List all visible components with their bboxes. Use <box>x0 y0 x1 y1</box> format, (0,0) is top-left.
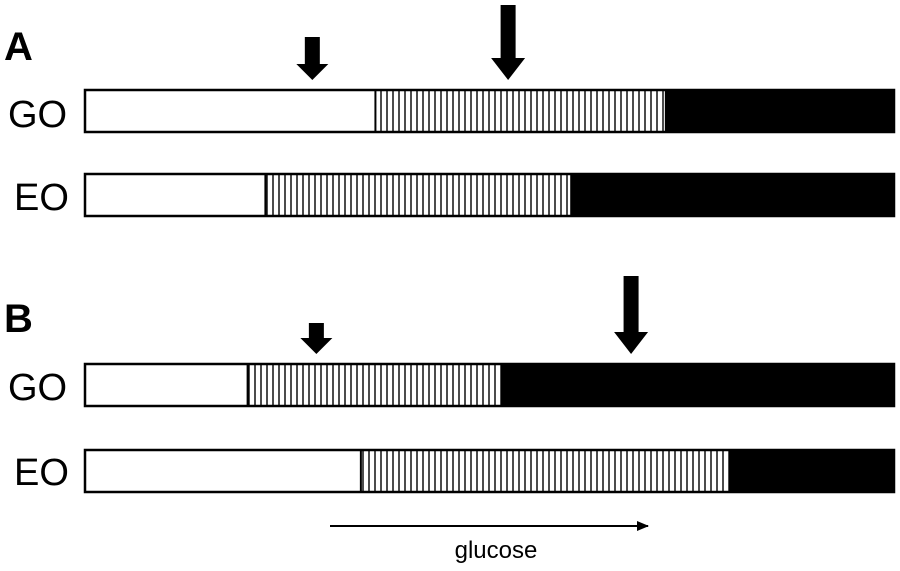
panel-letter-a: A <box>4 25 33 69</box>
bar-segment-striped <box>360 450 730 492</box>
bar-segment-black <box>729 450 894 492</box>
bar-go <box>83 362 896 408</box>
bar-segment-black <box>665 90 894 132</box>
bar-segment-striped <box>247 364 503 406</box>
bar-segment-white <box>85 364 248 406</box>
glucose-axis-label: glucose <box>455 537 538 564</box>
bar-label-go: GO <box>8 94 67 136</box>
down-arrow-large <box>491 5 526 80</box>
bar-eo <box>83 448 896 494</box>
panel-b-arrows <box>300 276 649 354</box>
glucose-axis: glucose <box>330 521 649 564</box>
bar-outline <box>83 88 896 134</box>
bar-segment-striped <box>375 90 666 132</box>
panel-a-arrows <box>296 5 526 80</box>
bar-segment-black <box>502 364 894 406</box>
bar-go <box>83 88 896 134</box>
bar-segment-white <box>85 450 361 492</box>
down-arrow-small <box>300 323 333 354</box>
bar-row-go: GO <box>8 88 896 136</box>
bar-label-eo: EO <box>14 452 69 494</box>
bar-label-eo: EO <box>14 177 69 219</box>
bar-outline <box>83 362 896 408</box>
panel-letter-b: B <box>4 297 33 341</box>
bar-outline <box>83 448 896 494</box>
bar-segment-white <box>85 174 266 216</box>
down-arrow-large <box>614 276 649 354</box>
bar-segment-white <box>85 90 376 132</box>
bar-label-go: GO <box>8 367 67 409</box>
bar-eo <box>83 172 896 218</box>
bar-outline <box>83 172 896 218</box>
bar-segment-black <box>571 174 894 216</box>
bar-row-eo: EO <box>14 448 896 494</box>
bar-segment-striped <box>265 174 572 216</box>
down-arrow-small <box>296 37 329 80</box>
panel-a: A GO EO <box>4 5 896 219</box>
bar-row-go: GO <box>8 362 896 409</box>
bar-row-eo: EO <box>14 172 896 219</box>
panel-b: B GO EO <box>4 276 896 494</box>
